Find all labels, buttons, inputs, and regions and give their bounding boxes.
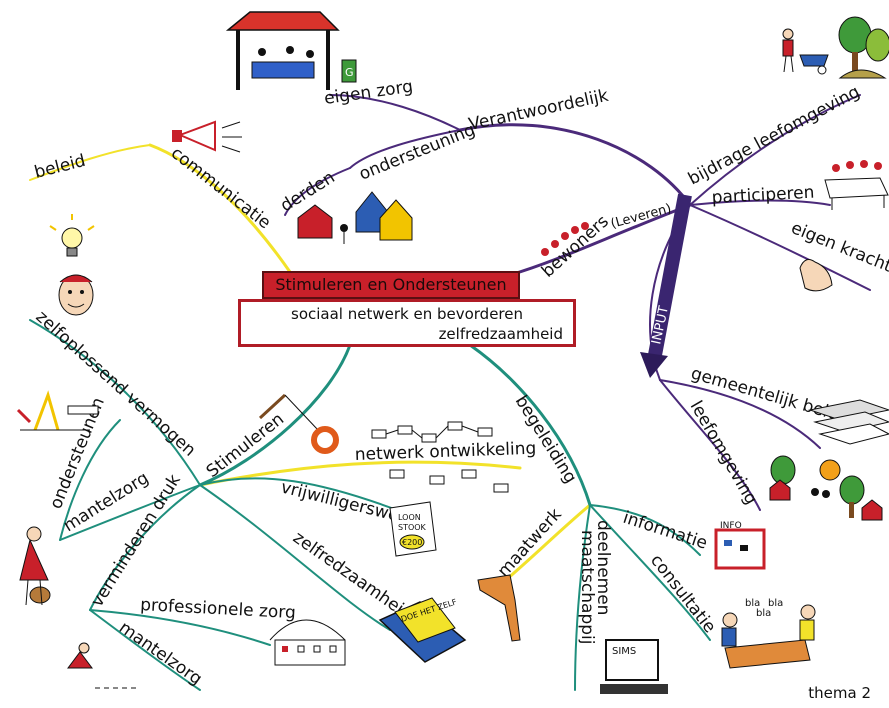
center-title: Stimuleren en Ondersteunen <box>262 271 520 299</box>
face-icon <box>58 274 94 316</box>
euro-text: €200 <box>402 538 422 547</box>
label-eigen-zorg: eigen zorg <box>323 77 414 109</box>
crouching-person-icon <box>67 642 140 689</box>
label-input: INPUT <box>649 305 672 346</box>
center-subtitle-line2: zelfredzaamheid <box>438 325 563 343</box>
books-icon <box>808 399 889 445</box>
label-maatschappij: maatschappij <box>577 530 597 644</box>
trees-houses-icon <box>769 455 883 521</box>
bla-text-2: bla <box>768 598 783 609</box>
lifebuoy-icon <box>258 393 339 454</box>
muscle-arm-icon <box>799 259 833 292</box>
label-bijdrage: bijdrage leefomgeving <box>685 82 863 189</box>
label-beleid: beleid <box>32 151 87 183</box>
label-bewoners: bewoners <box>538 211 613 281</box>
megaphone-icon <box>172 120 242 153</box>
gazebo-icon: G <box>225 11 357 90</box>
loon-text: LOON <box>398 513 421 522</box>
person-icon <box>19 526 51 606</box>
building-icon <box>269 619 346 666</box>
label-deelnemen: deelnemen <box>593 520 613 615</box>
label-netwerk: netwerk ontwikkeling <box>354 439 536 465</box>
label-participeren: participeren <box>711 183 815 208</box>
label-leefomgeving: leefomgeving <box>686 398 761 509</box>
label-verantwoordelijk: Verantwoordelijk <box>467 86 610 135</box>
sims-text: SIMS <box>612 646 636 657</box>
center-subtitle: sociaal netwerk en bevorderen zelfredzaa… <box>238 299 576 347</box>
footer-label: thema 2 <box>808 684 871 702</box>
computer-icon: SIMS <box>600 639 668 694</box>
label-maatwerk: maatwerk <box>494 504 566 581</box>
info-text: INFO <box>720 521 742 531</box>
table-meeting-icon <box>824 160 889 210</box>
branch-labels: Verantwoordelijk eigen zorg ondersteunin… <box>32 77 889 690</box>
flowchart-icon <box>371 421 509 493</box>
gardener-icon <box>782 16 889 79</box>
label-leveren: (Leveren) <box>609 201 673 232</box>
lightbulb-icon <box>49 214 95 257</box>
label-consultatie: consultatie <box>646 551 720 637</box>
label-zelfoplossend: zelfoplossend vermogen <box>32 307 200 461</box>
houses-icon <box>297 191 413 244</box>
label-informatie: informatie <box>620 508 709 554</box>
info-board-icon: INFO <box>714 521 766 570</box>
consultation-icon: bla bla bla <box>721 598 816 669</box>
people-group-icon <box>541 222 589 256</box>
input-arrow <box>640 193 692 378</box>
branch-lines <box>29 94 871 691</box>
label-derden: derden <box>277 168 338 217</box>
stook-text: STOOK <box>398 523 427 532</box>
playground-icon <box>16 390 99 431</box>
bla-text-3: bla <box>756 608 771 619</box>
bla-text-1: bla <box>745 598 760 609</box>
paper-icon: LOON STOOK €200 <box>389 501 437 557</box>
ruler-icon <box>477 574 521 642</box>
label-mantelzorg-2: mantelzorg <box>115 618 205 690</box>
g-sign: G <box>345 66 354 79</box>
center-subtitle-line1: sociaal netwerk en bevorderen <box>291 305 523 323</box>
label-communicatie: communicatie <box>167 143 274 233</box>
label-ondersteuning: ondersteuning <box>356 120 478 185</box>
